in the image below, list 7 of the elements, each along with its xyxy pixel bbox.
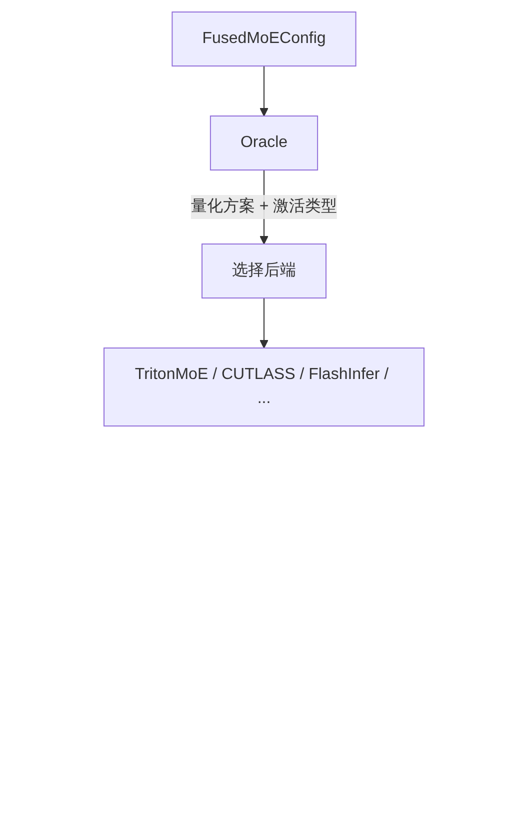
node-box: TritonMoE / CUTLASS / FlashInfer / ... — [103, 348, 424, 426]
node-box: 选择后端 — [201, 244, 326, 298]
arrow — [259, 66, 268, 116]
node-box: FusedMoEConfig — [171, 12, 356, 66]
arrow — [259, 298, 268, 348]
node-box: Oracle — [209, 116, 318, 170]
edge-label: 量化方案 + 激活类型 — [190, 198, 337, 215]
